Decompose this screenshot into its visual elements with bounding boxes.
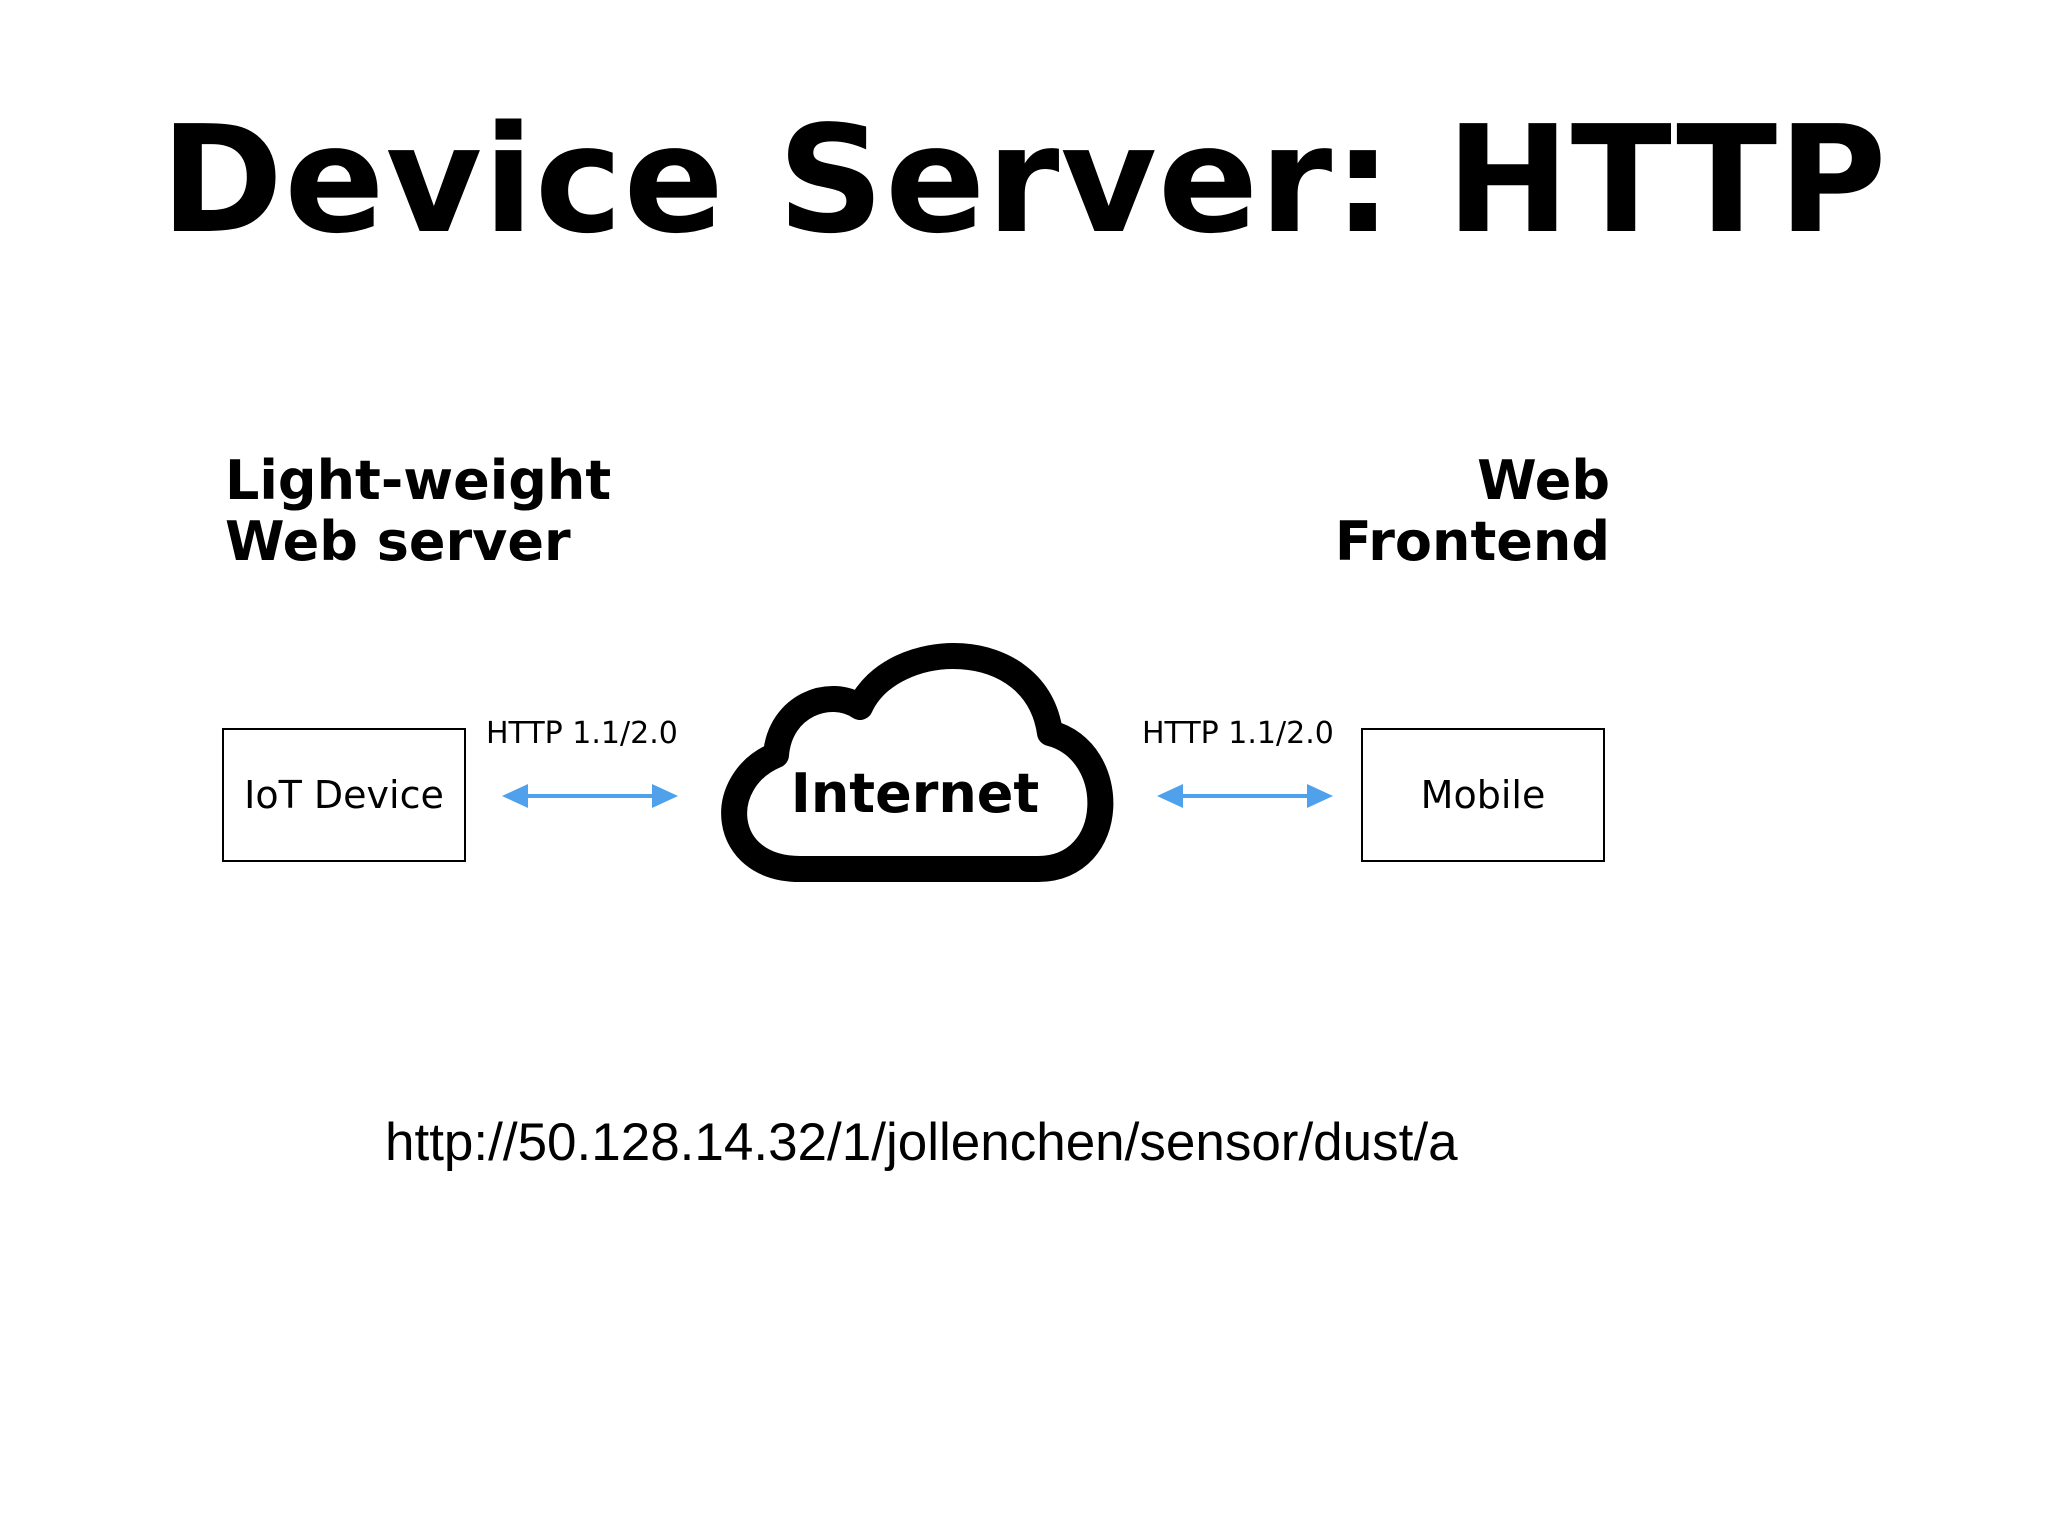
internet-label: Internet [790, 762, 1040, 825]
slide-title: Device Server: HTTP [160, 94, 1888, 266]
endpoint-url: http://50.128.14.32/1/jollenchen/sensor/… [385, 1113, 1458, 1172]
double-arrow-icon [1157, 784, 1333, 808]
mobile-box: Mobile [1361, 728, 1605, 862]
left-protocol-label: HTTP 1.1/2.0 [486, 716, 678, 751]
device-server-heading: Light-weight Web server [225, 450, 611, 572]
iot-device-label: IoT Device [244, 773, 444, 817]
frontend-heading: Web Frontend [1210, 450, 1610, 572]
mobile-label: Mobile [1420, 773, 1546, 817]
double-arrow-icon [502, 784, 678, 808]
frontend-heading-line2: Frontend [1334, 510, 1610, 573]
iot-device-box: IoT Device [222, 728, 466, 862]
device-server-heading-line1: Light-weight [225, 449, 612, 512]
device-server-heading-line2: Web server [225, 510, 571, 573]
cloud-icon [721, 643, 1114, 882]
frontend-heading-line1: Web [1477, 449, 1610, 512]
right-protocol-label: HTTP 1.1/2.0 [1142, 716, 1334, 751]
